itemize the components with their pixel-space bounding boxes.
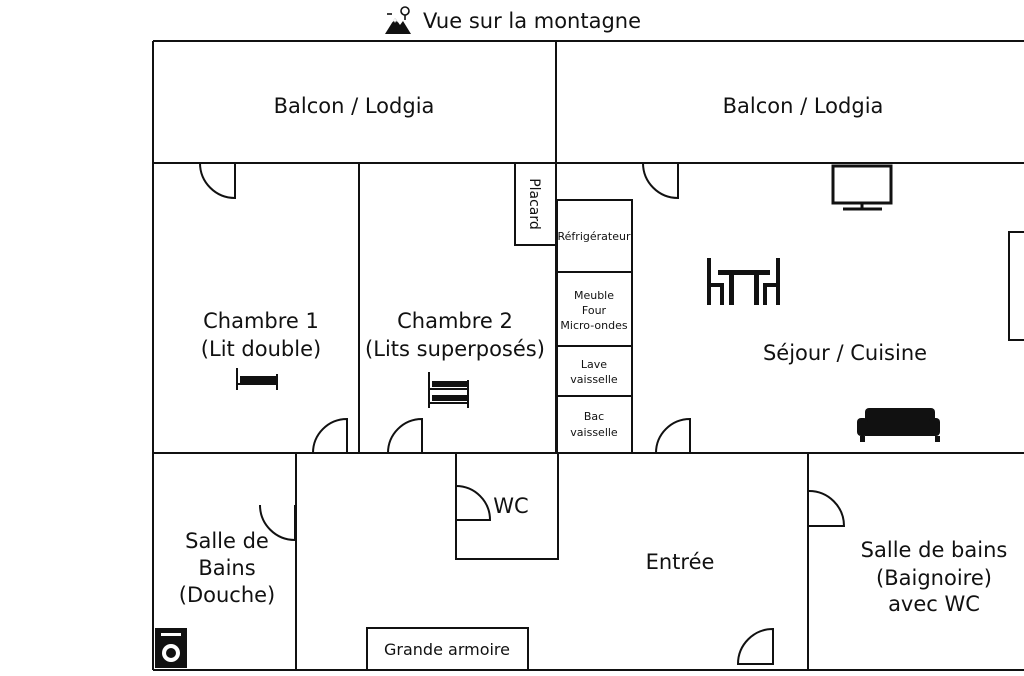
plan-header: Vue sur la montagne bbox=[0, 2, 1024, 40]
dining-table-icon bbox=[707, 258, 780, 305]
cabinet-line-2: Four bbox=[582, 304, 607, 317]
bedroom1-label: Chambre 1 bbox=[203, 309, 319, 333]
door-icon bbox=[655, 417, 691, 454]
dishwasher-line-2: vaisselle bbox=[570, 373, 618, 386]
wardrobe-box bbox=[366, 627, 529, 671]
bunk-bed-icon bbox=[428, 372, 469, 408]
wardrobe-label: Grande armoire bbox=[384, 640, 510, 659]
balcony-left-label: Balcon / Lodgia bbox=[274, 94, 435, 118]
fridge-label: Réfrigérateur bbox=[558, 230, 631, 243]
door-icon bbox=[808, 490, 846, 527]
shower-room-line-2: Bains bbox=[198, 556, 255, 580]
plan-title: Vue sur la montagne bbox=[422, 9, 642, 33]
shower-room-line-1: Salle de bbox=[185, 529, 269, 553]
dishwasher-box bbox=[556, 345, 633, 397]
door-icon bbox=[455, 485, 492, 521]
side-unit bbox=[1008, 231, 1024, 341]
door-icon bbox=[259, 504, 296, 542]
shower-room-line-3: (Douche) bbox=[179, 583, 276, 607]
bathroom-line-3: avec WC bbox=[888, 592, 980, 616]
sink-box bbox=[556, 395, 633, 454]
bedroom1-detail: (Lit double) bbox=[201, 337, 321, 361]
door-icon bbox=[387, 417, 423, 454]
bedroom2-label: Chambre 2 bbox=[397, 309, 513, 333]
door-icon bbox=[736, 627, 774, 665]
wc-walls bbox=[455, 453, 559, 560]
dishwasher-line-1: Lave bbox=[581, 358, 607, 371]
balcony-right-label: Balcon / Lodgia bbox=[723, 94, 884, 118]
closet-label: Placard bbox=[526, 178, 542, 230]
cabinet-line-3: Micro-ondes bbox=[560, 319, 627, 332]
mountain-icon bbox=[384, 6, 411, 34]
entrance-label: Entrée bbox=[646, 550, 715, 574]
bed-icon bbox=[236, 368, 278, 390]
bathroom-line-1: Salle de bains bbox=[861, 538, 1008, 562]
tv-icon bbox=[831, 164, 893, 211]
door-icon bbox=[199, 162, 236, 200]
wc-label: WC bbox=[493, 494, 528, 518]
sofa-icon bbox=[857, 408, 940, 442]
bathroom-line-2: (Baignoire) bbox=[876, 566, 992, 590]
door-icon bbox=[642, 162, 679, 200]
sink-line-1: Bac bbox=[584, 410, 604, 423]
living-label: Séjour / Cuisine bbox=[763, 341, 927, 365]
washing-machine-icon bbox=[155, 628, 187, 668]
door-icon bbox=[312, 417, 348, 454]
sink-line-2: vaisselle bbox=[570, 426, 618, 439]
cabinet-line-1: Meuble bbox=[574, 289, 614, 302]
bedroom2-detail: (Lits superposés) bbox=[365, 337, 545, 361]
